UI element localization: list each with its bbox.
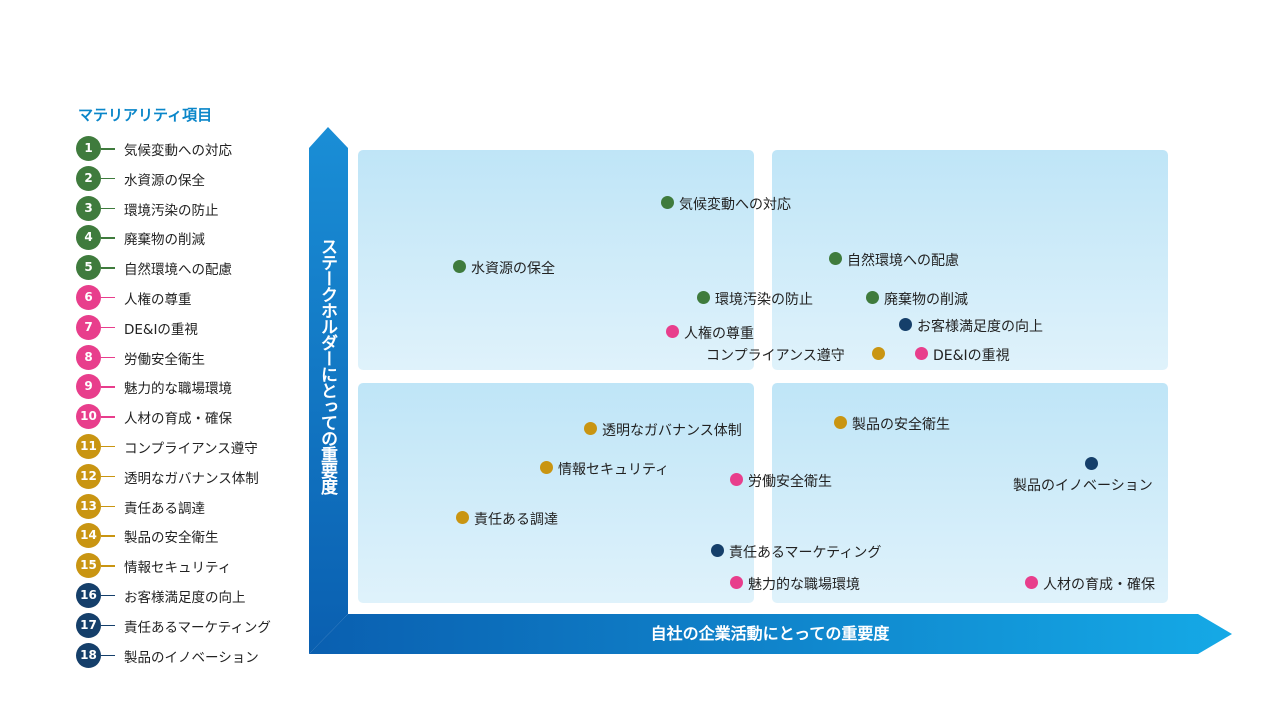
point-label: コンプライアンス遵守 [706,348,845,364]
point-label: 情報セキュリティ [558,462,670,478]
y-axis-arrow [309,127,348,654]
legend-connector [101,148,115,150]
legend-label: 製品の安全衛生 [124,530,219,547]
legend-title: マテリアリティ項目 [78,106,213,124]
legend-connector [101,416,115,418]
point-marker [829,252,842,265]
legend-connector [101,505,115,508]
legend-number-badge: 8 [76,344,101,370]
legend-number-badge: 5 [76,255,101,281]
legend-label: 人権の尊重 [124,291,192,308]
point-marker [1025,576,1038,589]
legend-connector [101,326,115,329]
point-label: 責任ある調達 [474,512,558,528]
x-axis-arrow [309,614,1232,654]
point-marker [899,318,912,331]
legend-number-badge: 13 [76,493,101,519]
legend-label: お客様満足度の向上 [124,589,246,606]
point-marker [872,347,885,360]
legend-label: 責任あるマーケティング [124,619,271,636]
legend-number-badge: 9 [76,374,101,400]
point-label: 自然環境への配慮 [847,253,959,269]
legend-number-badge: 12 [76,463,101,489]
legend-connector [101,386,115,388]
legend-number-badge: 15 [76,553,101,579]
legend-label: 透明なガバナンス体制 [124,470,259,487]
legend-connector [101,624,115,627]
legend-connector [101,356,115,359]
legend-connector [101,565,115,567]
legend-connector [101,445,115,448]
point-marker [697,291,710,304]
legend-label: 水資源の保全 [124,172,205,189]
legend-label: 環境汚染の防止 [124,202,219,219]
point-marker [453,260,466,273]
point-marker [666,325,679,338]
point-label: 水資源の保全 [471,261,555,277]
point-label: 魅力的な職場環境 [748,577,860,593]
legend-number-badge: 16 [76,582,101,608]
point-label: 人権の尊重 [684,326,754,342]
legend-label: 製品のイノベーション [124,649,259,666]
point-label: 製品の安全衛生 [852,417,950,433]
point-marker [866,291,879,304]
point-marker [584,422,597,435]
legend-number-badge: 3 [76,195,101,221]
point-marker [540,461,553,474]
legend-number-badge: 1 [76,136,101,161]
legend-label: 自然環境への配慮 [124,262,232,279]
point-marker [834,416,847,429]
point-marker [915,347,928,360]
quadrant-top-left [358,150,754,370]
x-axis-label: 自社の企業活動にとっての重要度 [650,624,890,643]
legend-label: DE&Iの重視 [124,321,198,338]
legend-label: 情報セキュリティ [124,560,232,577]
legend-connector [101,237,115,239]
point-marker [711,544,724,557]
legend-number-badge: 2 [76,165,101,191]
point-marker [730,576,743,589]
legend-connector [101,267,115,269]
legend-label: 労働安全衛生 [124,351,205,368]
quadrant-bottom-left [358,383,754,603]
legend-connector [101,594,115,597]
legend-connector [101,207,115,210]
point-label: 労働安全衛生 [748,474,832,490]
point-label: 製品のイノベーション [1013,478,1153,494]
legend-label: 気候変動への対応 [124,143,232,159]
point-label: 透明なガバナンス体制 [602,423,742,439]
legend-connector [101,535,115,537]
point-marker [661,196,674,209]
legend-number-badge: 7 [76,314,101,340]
legend-number-badge: 14 [76,523,101,549]
legend-label: 責任ある調達 [124,500,205,517]
point-marker [1085,457,1098,470]
legend-number-badge: 6 [76,284,101,310]
legend-number-badge: 18 [76,642,101,668]
point-label: 環境汚染の防止 [715,292,813,308]
point-marker [456,511,469,524]
point-label: 気候変動への対応 [679,197,791,213]
legend-number-badge: 11 [76,433,101,459]
legend-label: 魅力的な職場環境 [124,381,232,398]
legend-label: コンプライアンス遵守 [124,440,258,457]
point-label: 責任あるマーケティング [729,545,882,561]
legend-connector [101,654,115,657]
legend-label: 人材の育成・確保 [124,411,232,428]
point-label: DE&Iの重視 [933,348,1010,364]
legend-label: 廃棄物の削減 [124,232,205,249]
point-label: お客様満足度の向上 [917,319,1043,335]
point-label: 人材の育成・確保 [1043,577,1155,593]
legend-number-badge: 17 [76,612,101,638]
legend-number-badge: 10 [76,404,101,430]
legend-connector [101,475,115,478]
legend-connector [101,296,115,299]
legend-connector [101,177,115,180]
y-axis-label: ステークホルダーにとっての重要度 [317,238,337,494]
point-marker [730,473,743,486]
legend-number-badge: 4 [76,225,101,251]
point-label: 廃棄物の削減 [884,292,968,308]
